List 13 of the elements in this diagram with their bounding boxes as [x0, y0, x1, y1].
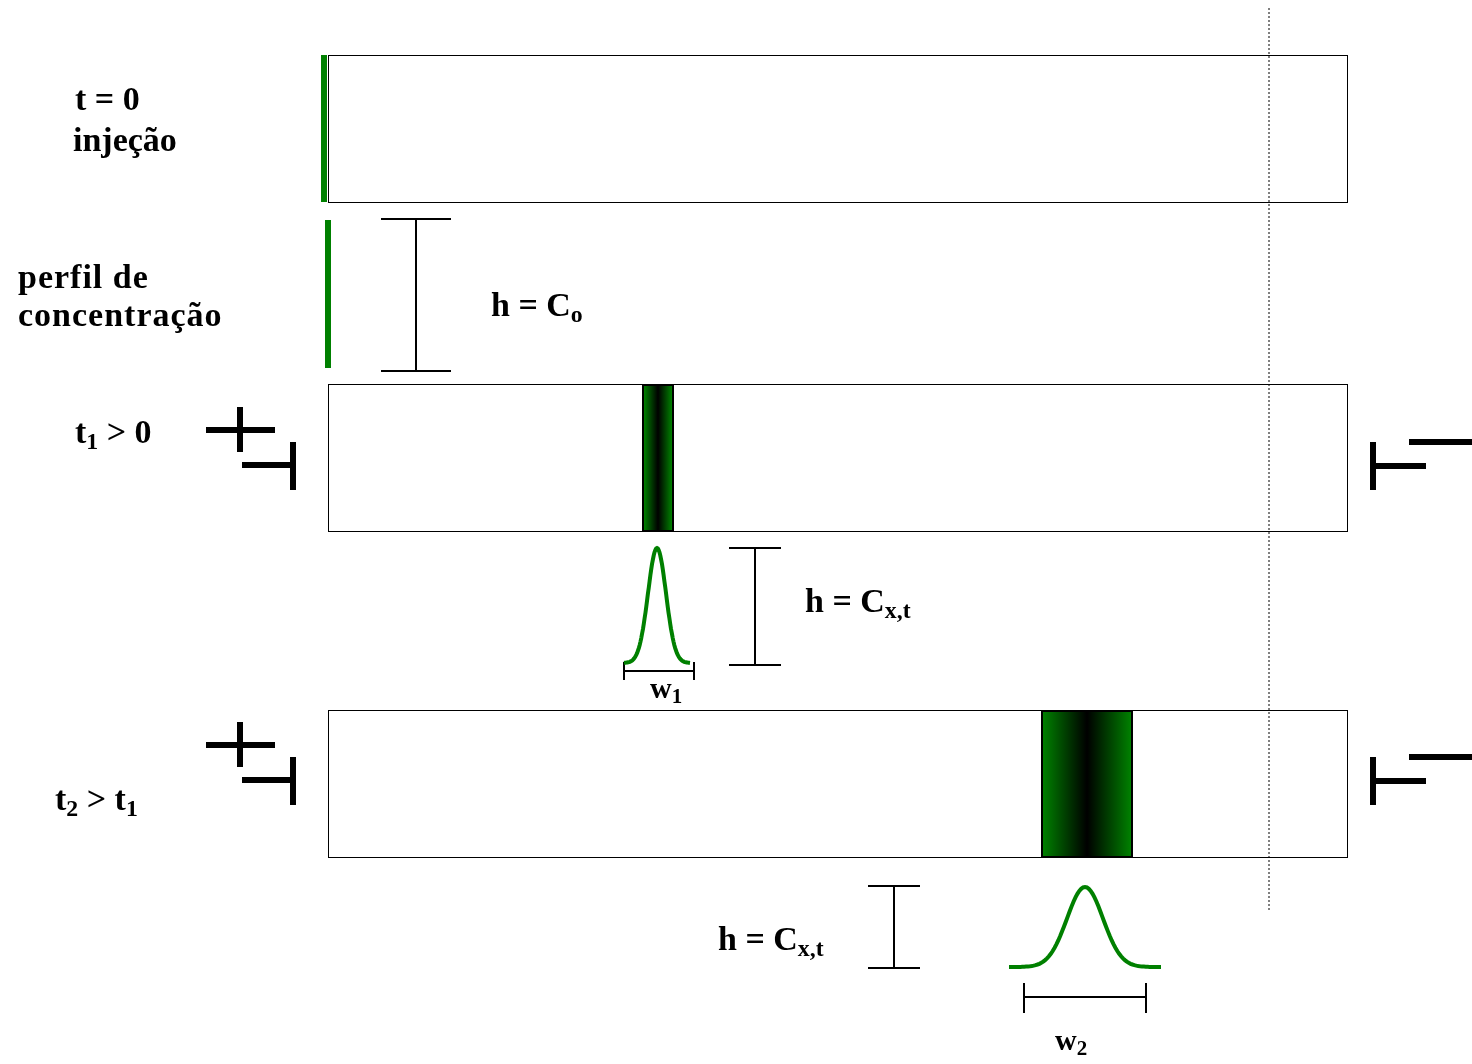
height-formula: h = C$_{x,t}$: [718, 920, 824, 958]
profile-label: perfil de concentração: [18, 258, 224, 334]
height-formula: h = C$_{o}$: [491, 286, 583, 324]
column-box: [328, 710, 1348, 858]
time-label: t$_{2}$ > t$_{1}$: [55, 780, 138, 818]
analyte-band: [642, 384, 674, 532]
analyte-band: [1041, 710, 1133, 858]
height-formula: h = C$_{x,t}$: [805, 582, 911, 620]
step-label: injeção: [73, 121, 177, 159]
time-label: t$_{1}$ > 0: [75, 413, 152, 451]
time-label: t = 0: [75, 80, 140, 118]
column-box: [328, 384, 1348, 532]
column-box: [328, 55, 1348, 203]
